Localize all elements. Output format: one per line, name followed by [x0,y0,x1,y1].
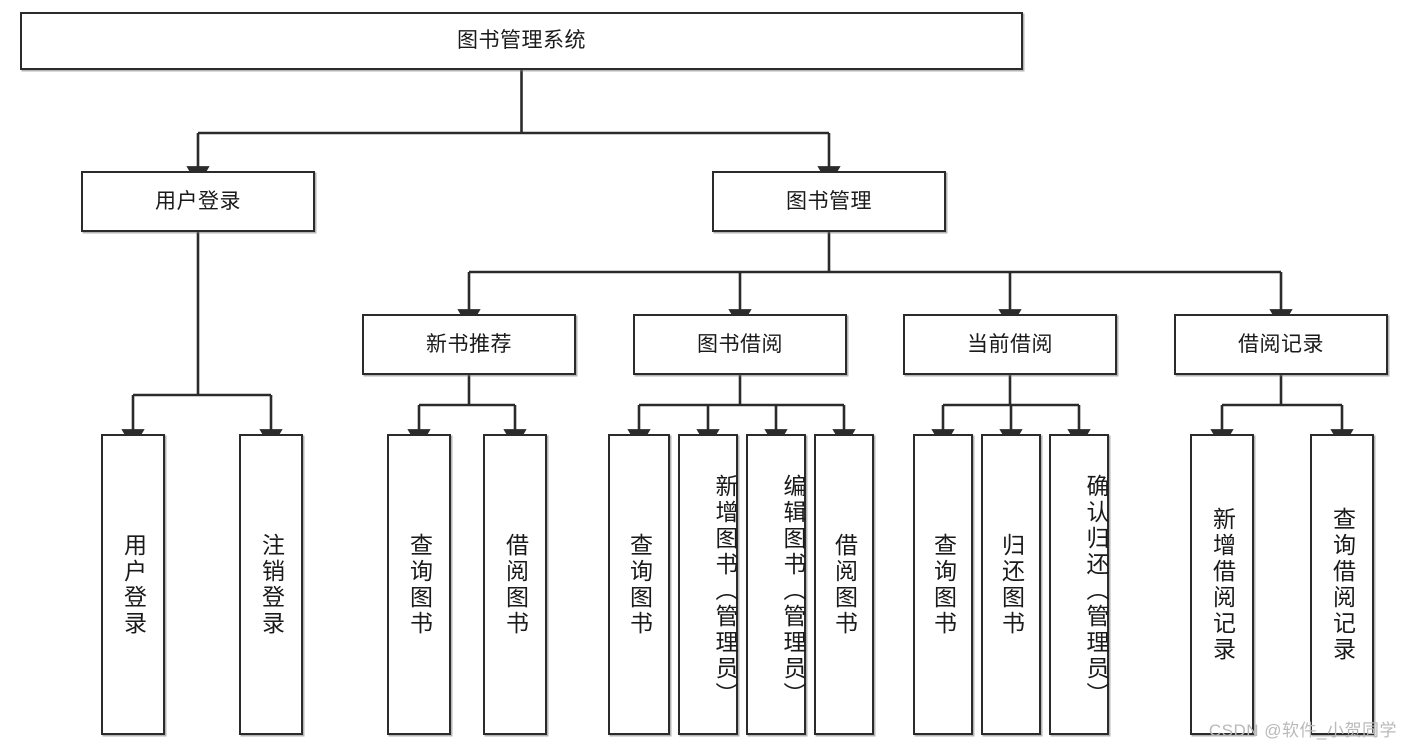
node-leaf-borrow-query[interactable]: 查询图书 [608,434,670,735]
node-leaf-new-borrow[interactable]: 借阅图书 [483,434,547,735]
node-leaf-rec-add[interactable]: 新增借阅记录 [1190,434,1254,735]
node-leaf-borrow-edit[interactable]: 编辑图书（管理员） [746,434,806,735]
node-newbook[interactable]: 新书推荐 [362,314,576,375]
node-label-leaf-borrow-edit: 编辑图书（管理员） [780,473,806,708]
node-label-borrow: 图书借阅 [697,332,783,356]
node-label-newbook: 新书推荐 [426,332,512,356]
node-login[interactable]: 用户登录 [81,171,315,232]
node-leaf-cur-return[interactable]: 归还图书 [981,434,1041,735]
node-leaf-rec-query[interactable]: 查询借阅记录 [1310,434,1374,735]
node-label-leaf-cur-query: 查询图书 [930,532,957,637]
node-label-leaf-cur-return: 归还图书 [998,532,1025,637]
node-label-leaf-new-query: 查询图书 [406,532,433,637]
node-current[interactable]: 当前借阅 [903,314,1117,375]
node-records[interactable]: 借阅记录 [1174,314,1388,375]
node-leaf-cur-confirm[interactable]: 确认归还（管理员） [1049,434,1109,735]
node-leaf-borrow-lend[interactable]: 借阅图书 [814,434,874,735]
node-label-leaf-borrow-add: 新增图书（管理员） [712,473,738,708]
node-label-current: 当前借阅 [967,332,1053,356]
node-label-leaf-cur-confirm: 确认归还（管理员） [1083,473,1109,708]
node-label-root: 图书管理系统 [457,29,586,53]
node-label-leaf-user-login: 用户登录 [120,532,147,637]
node-label-leaf-borrow-lend: 借阅图书 [831,532,858,637]
node-label-login: 用户登录 [155,189,241,213]
node-leaf-new-query[interactable]: 查询图书 [387,434,451,735]
node-label-leaf-borrow-query: 查询图书 [626,532,653,637]
node-leaf-cur-query[interactable]: 查询图书 [913,434,973,735]
node-label-bookmgmt: 图书管理 [786,189,872,213]
node-label-leaf-new-borrow: 借阅图书 [502,532,529,637]
node-label-leaf-rec-query: 查询借阅记录 [1329,506,1356,663]
node-leaf-user-logout[interactable]: 注销登录 [239,434,303,735]
node-label-records: 借阅记录 [1238,332,1324,356]
csdn-watermark: CSDN @软件_小贺同学 [1208,721,1397,740]
node-label-leaf-user-logout: 注销登录 [258,532,285,637]
node-borrow[interactable]: 图书借阅 [633,314,847,375]
node-bookmgmt[interactable]: 图书管理 [712,171,946,232]
node-root[interactable]: 图书管理系统 [20,12,1023,70]
node-leaf-user-login[interactable]: 用户登录 [101,434,165,735]
node-label-leaf-rec-add: 新增借阅记录 [1209,506,1236,663]
node-leaf-borrow-add[interactable]: 新增图书（管理员） [678,434,738,735]
